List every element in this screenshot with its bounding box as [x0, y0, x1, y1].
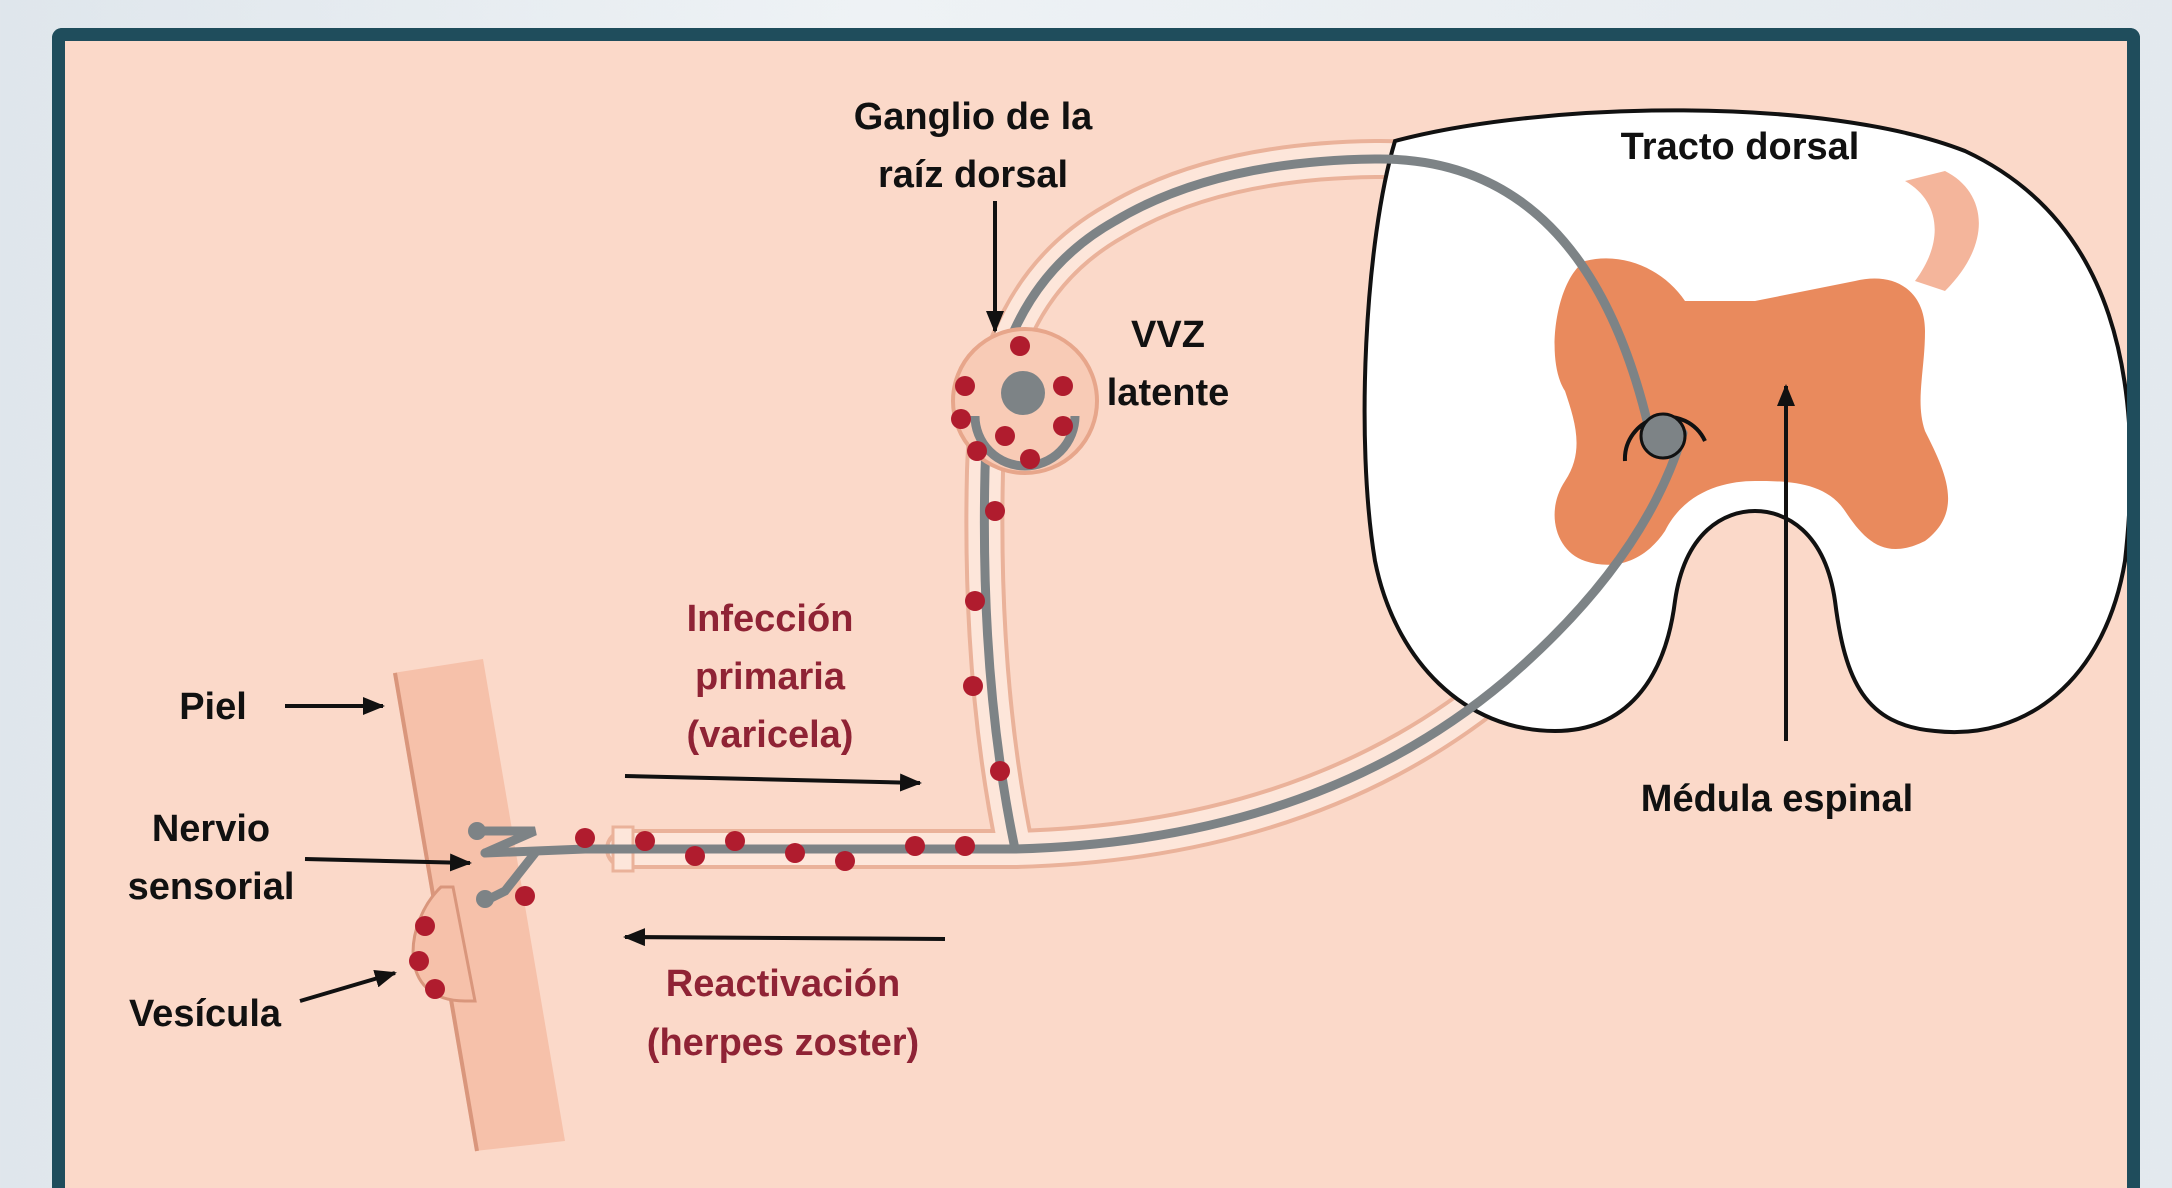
vesicle-arrow — [300, 973, 395, 1001]
spinal-cord — [1365, 110, 2131, 732]
reactivation-label-1: Reactivación — [666, 963, 900, 1005]
primary-label-1: Infección — [687, 598, 854, 640]
reactivation-arrow — [625, 937, 945, 939]
reactivation-label-2: (herpes zoster) — [647, 1022, 919, 1064]
nerve-label-1: Nervio — [152, 808, 270, 850]
grey-matter — [1555, 258, 1948, 564]
nerve-label-2: sensorial — [128, 866, 295, 908]
spinal-cord-label: Médula espinal — [1641, 778, 1913, 820]
diagram-panel: Ganglio de la raíz dorsal Tracto dorsal … — [52, 28, 2140, 1188]
vzv-diagram: Ganglio de la raíz dorsal Tracto dorsal … — [65, 41, 2140, 1188]
primary-label-2: primaria — [695, 656, 846, 698]
vesicle-label: Vesícula — [129, 993, 282, 1035]
ganglion-label-2: raíz dorsal — [878, 154, 1068, 196]
dorsal-tract-label: Tracto dorsal — [1621, 126, 1860, 168]
ganglion-label-1: Ganglio de la — [854, 96, 1093, 138]
vzv-label-1: VVZ — [1131, 314, 1205, 356]
skin-label: Piel — [179, 686, 247, 728]
primary-infection-arrow — [625, 776, 920, 783]
vzv-label-2: latente — [1107, 372, 1229, 414]
primary-label-3: (varicela) — [687, 714, 854, 756]
